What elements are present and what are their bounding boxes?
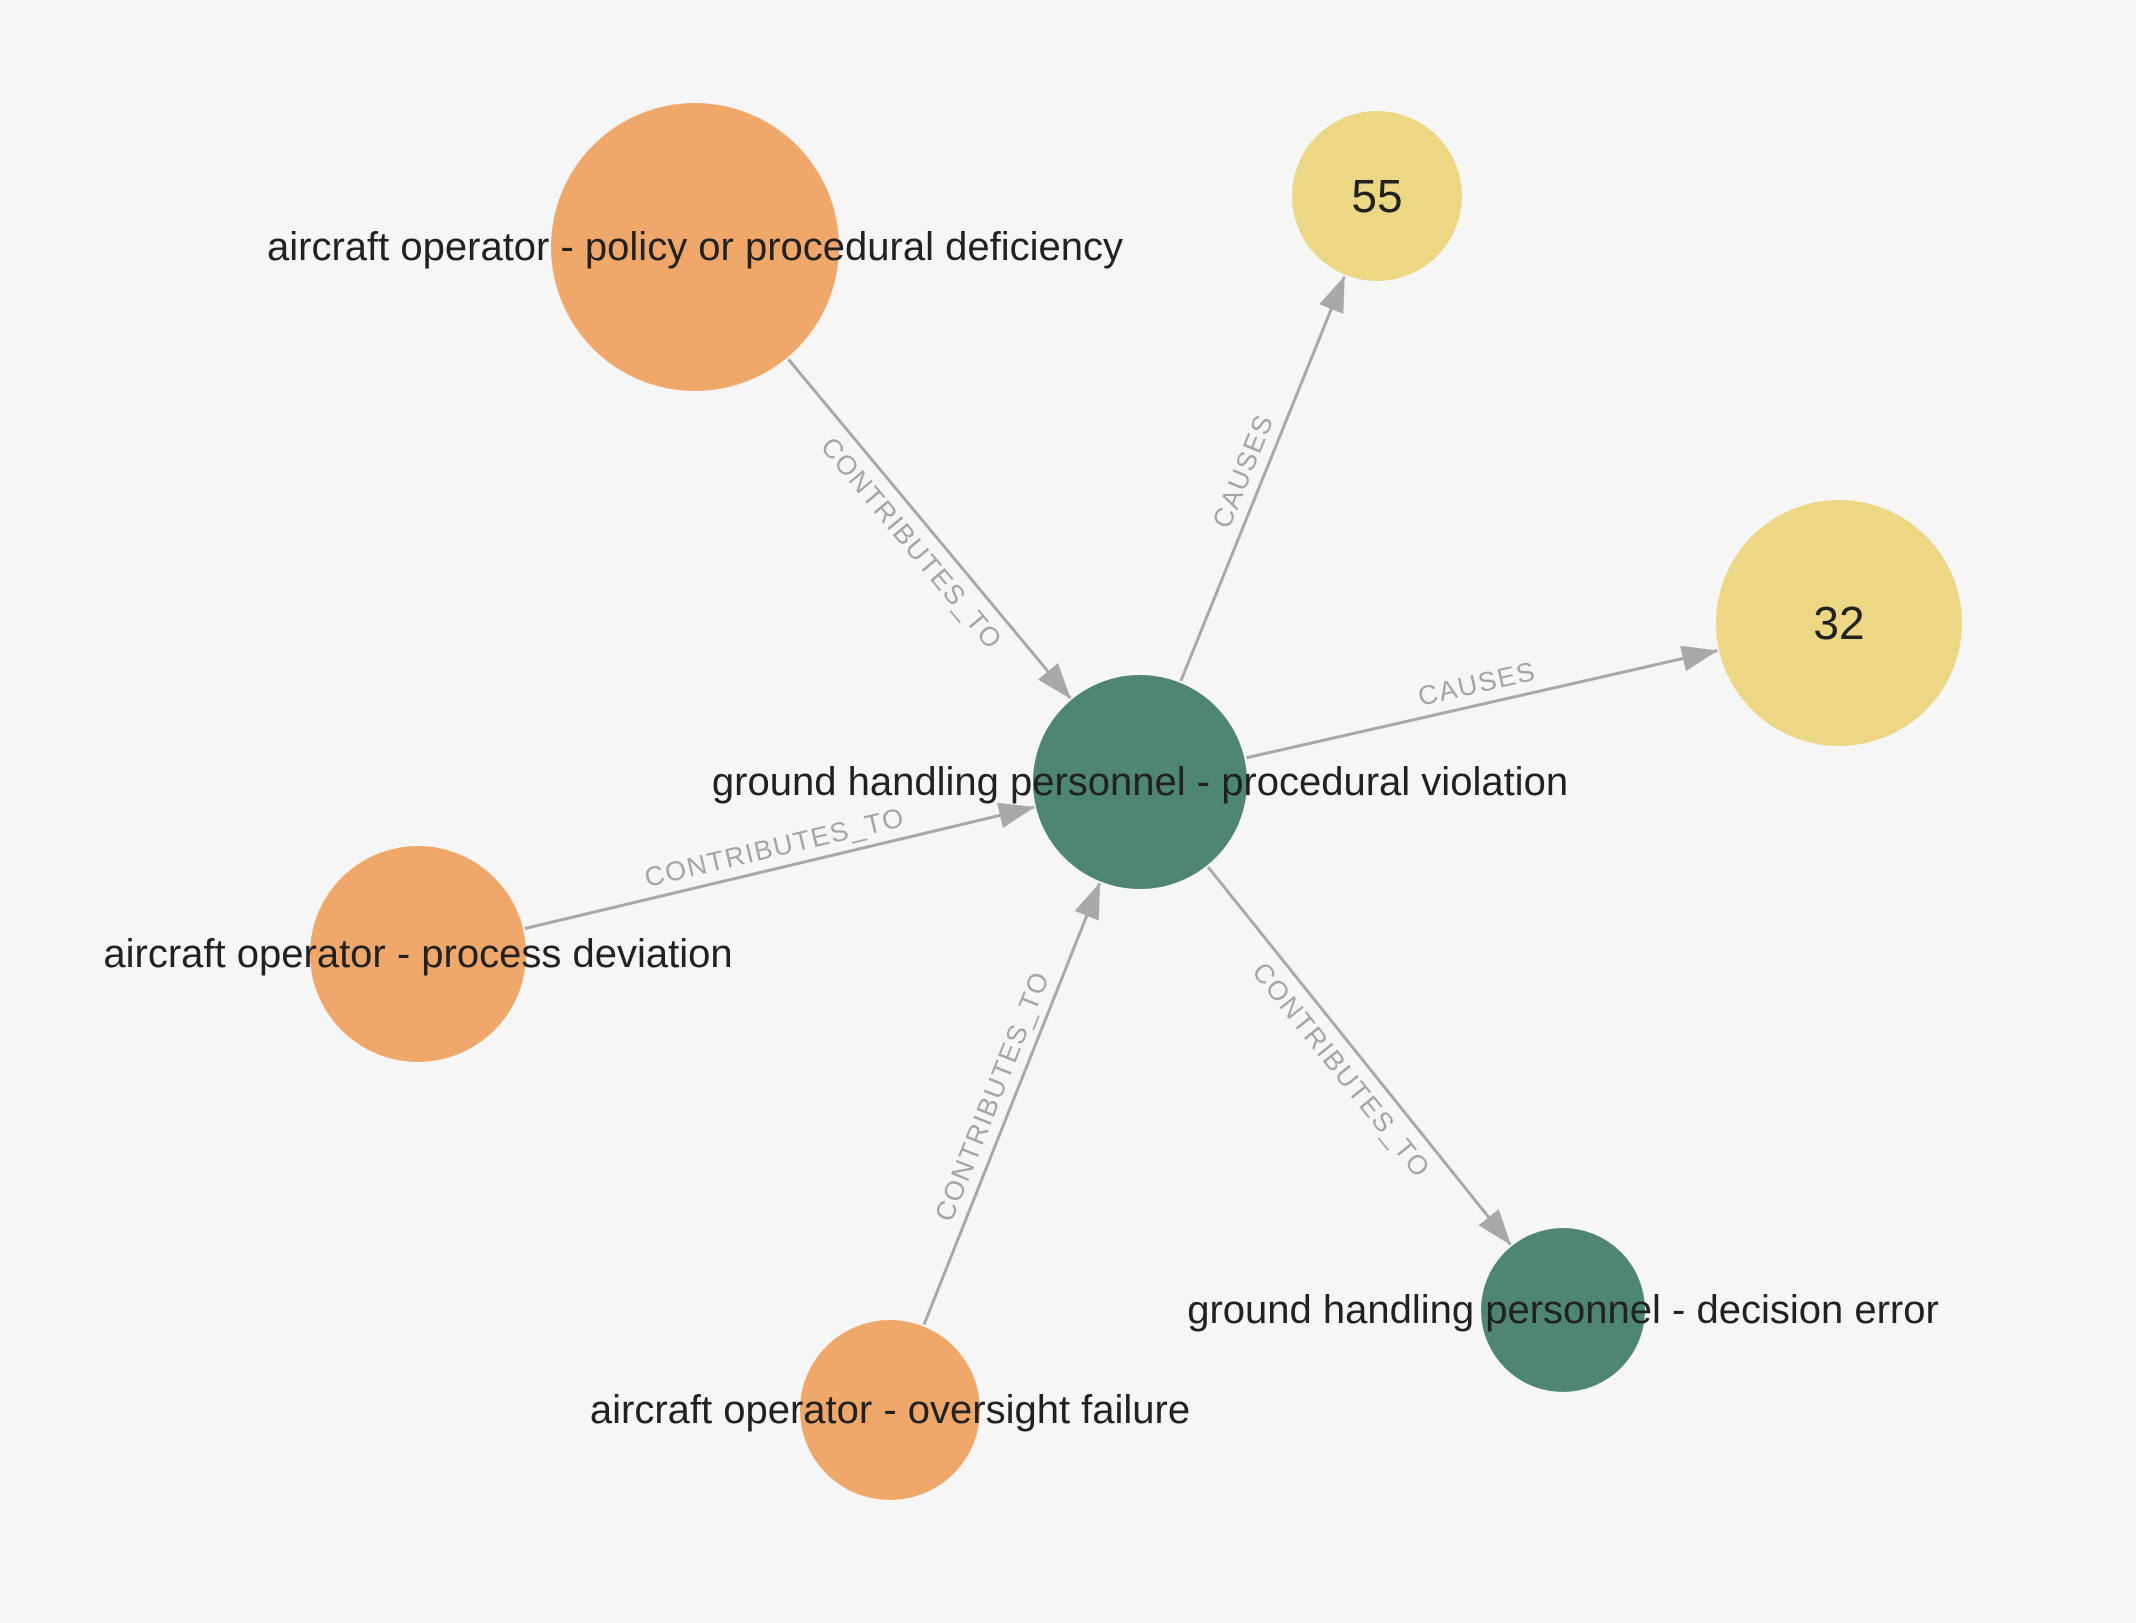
- node-label-procedural-violation: ground handling personnel - procedural v…: [711, 760, 1569, 804]
- node-circle-procedural-violation[interactable]: [1033, 675, 1247, 889]
- node-label-oversight-failure: aircraft operator - oversight failure: [589, 1388, 1191, 1432]
- edge-line-procedural-violation-count-32[interactable]: [1245, 645, 1719, 760]
- edge-label-procedural-violation-count-32: CAUSES: [1415, 656, 1539, 712]
- edge-line-process-deviation-procedural-violation[interactable]: [524, 802, 1035, 930]
- node-circle-count-32[interactable]: [1716, 500, 1962, 746]
- edge-line-procedural-violation-count-55[interactable]: [1179, 275, 1346, 682]
- node-label-count-32: 32: [1813, 597, 1865, 649]
- node-circle-count-55[interactable]: [1292, 111, 1462, 281]
- node-circle-process-deviation[interactable]: [310, 846, 526, 1062]
- node-circle-oversight-failure[interactable]: [800, 1320, 980, 1500]
- edge-label-procedural-violation-decision-error: CONTRIBUTES_TO: [1246, 957, 1436, 1184]
- edge-line-oversight-failure-procedural-violation[interactable]: [922, 882, 1102, 1326]
- edge-label-procedural-violation-count-55: CAUSES: [1207, 410, 1280, 533]
- node-label-process-deviation: aircraft operator - process deviation: [103, 932, 733, 976]
- edge-line-procedural-violation-decision-error[interactable]: [1206, 866, 1512, 1246]
- edge-label-oversight-failure-procedural-violation: CONTRIBUTES_TO: [929, 967, 1055, 1226]
- node-label-count-55: 55: [1351, 170, 1403, 222]
- node-label-policy-deficiency: aircraft operator - policy or procedural…: [267, 225, 1123, 269]
- edge-line-policy-deficiency-procedural-violation[interactable]: [787, 358, 1072, 700]
- node-label-decision-error: ground handling personnel - decision err…: [1187, 1288, 1939, 1332]
- edge-label-policy-deficiency-procedural-violation: CONTRIBUTES_TO: [815, 431, 1009, 655]
- node-circle-decision-error[interactable]: [1481, 1228, 1645, 1392]
- node-circle-policy-deficiency[interactable]: [551, 103, 839, 391]
